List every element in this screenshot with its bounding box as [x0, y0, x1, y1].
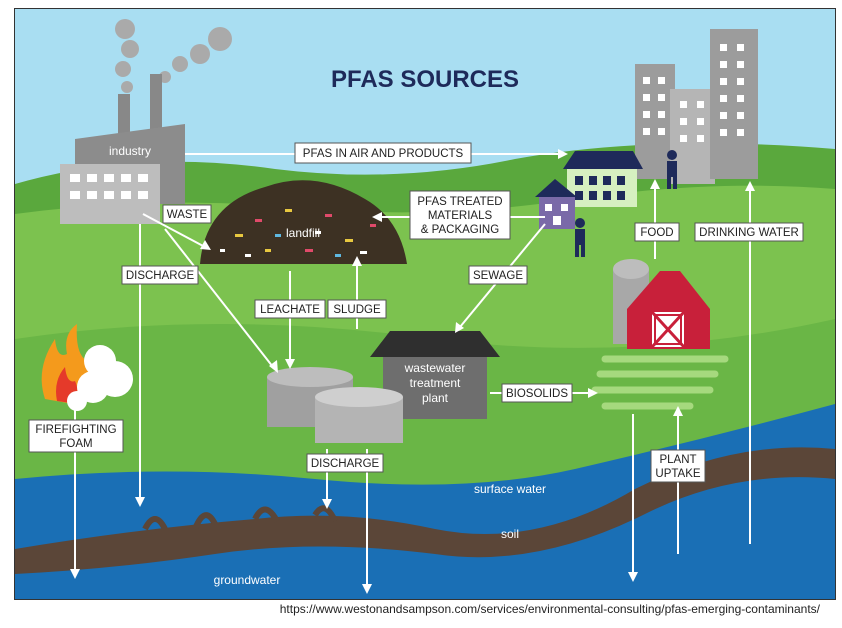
diagram-title: PFAS SOURCES — [331, 66, 519, 93]
pfas-diagram: PFAS SOURCES industry landfill — [15, 9, 835, 599]
soil-layer — [15, 447, 835, 574]
treated-text-1: PFAS TREATED — [417, 196, 502, 208]
label-air-products: PFAS IN AIR AND PRODUCTS — [294, 142, 472, 164]
label-treated-materials: PFAS TREATED MATERIALS & PACKAGING — [409, 190, 511, 240]
leachate-text: LEACHATE — [260, 304, 320, 316]
storage-tanks — [267, 367, 403, 443]
label-leachate: LEACHATE — [254, 299, 326, 319]
arrow-waste — [142, 213, 206, 248]
label-biosolids: BIOSOLIDS — [501, 383, 573, 403]
label-food: FOOD — [634, 222, 680, 242]
sludge-text: SLUDGE — [333, 304, 381, 316]
treated-text-2: MATERIALS — [428, 210, 493, 222]
label-sludge: SLUDGE — [327, 299, 387, 319]
wastewater-label-2: treatment — [410, 376, 461, 390]
crop-rows — [591, 355, 729, 410]
plant-uptake-text-2: UPTAKE — [655, 468, 700, 480]
soil-roots — [142, 505, 338, 531]
sewage-text: SEWAGE — [473, 270, 523, 282]
food-text: FOOD — [640, 227, 673, 239]
label-firefighting-foam: FIREFIGHTING FOAM — [28, 419, 124, 453]
plant-uptake-text-1: PLANT — [659, 454, 696, 466]
label-sewage: SEWAGE — [468, 265, 528, 285]
air-products-text: PFAS IN AIR AND PRODUCTS — [303, 148, 464, 160]
wastewater-label-3: plant — [422, 391, 449, 405]
label-discharge-tanks: DISCHARGE — [306, 453, 384, 473]
person-icon — [575, 218, 585, 257]
house-small — [535, 179, 577, 229]
wastewater-plant: wastewater treatment plant — [370, 331, 500, 419]
industry-label: industry — [109, 144, 151, 158]
treated-text-3: & PACKAGING — [421, 224, 499, 236]
arrow-discharge-tanks-path — [164, 228, 274, 368]
diagram-frame: PFAS SOURCES industry landfill — [14, 8, 836, 600]
surface-water-label: surface water — [474, 482, 546, 496]
groundwater-label: groundwater — [214, 573, 281, 587]
drinking-water-text: DRINKING WATER — [699, 227, 799, 239]
wastewater-label-1: wastewater — [404, 361, 466, 375]
label-drinking-water: DRINKING WATER — [694, 222, 804, 242]
discharge-industry-text: DISCHARGE — [126, 270, 195, 282]
industry-building: industry — [60, 74, 185, 224]
firefighting-text-2: FOAM — [59, 438, 92, 450]
label-waste: WASTE — [162, 204, 212, 224]
waste-text: WASTE — [167, 209, 208, 221]
house-large — [563, 151, 643, 207]
label-plant-uptake: PLANT UPTAKE — [650, 449, 706, 483]
landfill-mound: landfill — [200, 180, 407, 264]
arrow-heads — [70, 149, 755, 594]
firefighting-text-1: FIREFIGHTING — [35, 424, 116, 436]
label-discharge-industry: DISCHARGE — [121, 265, 199, 285]
landfill-label: landfill — [286, 226, 320, 240]
biosolids-text: BIOSOLIDS — [506, 388, 568, 400]
source-url[interactable]: https://www.westonandsampson.com/service… — [279, 602, 820, 616]
discharge-tanks-text: DISCHARGE — [311, 458, 380, 470]
city-buildings — [635, 29, 758, 184]
person-icon — [667, 150, 677, 189]
fire-icon — [41, 324, 133, 411]
farm-barn — [613, 259, 710, 349]
soil-label: soil — [501, 527, 519, 541]
